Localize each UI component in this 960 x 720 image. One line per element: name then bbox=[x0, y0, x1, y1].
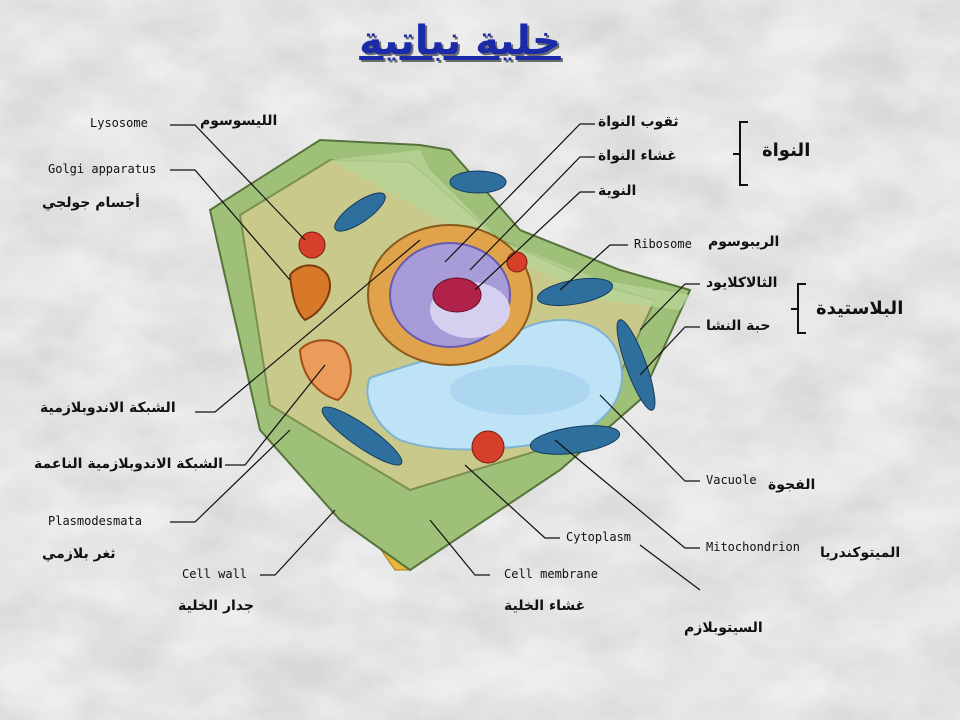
mitochondrion-4 bbox=[529, 425, 621, 455]
label-golgi-ar: أجسام جولجي bbox=[42, 195, 140, 211]
label-starch-grain-ar: حبة النشا bbox=[706, 318, 771, 334]
label-cell-membrane-ar: غشاء الخلية bbox=[504, 598, 586, 614]
label-plasmodesmata-en: Plasmodesmata bbox=[48, 514, 142, 528]
label-cell-wall-en: Cell wall bbox=[182, 567, 248, 581]
label-vacuole-ar: الفجوة bbox=[768, 477, 816, 493]
mitochondrion-2 bbox=[449, 170, 507, 194]
label-nuclear-membrane-ar: غشاء النواة bbox=[598, 148, 677, 164]
leader-lines bbox=[170, 123, 701, 591]
label-mitochondrion-en: Mitochondrion bbox=[706, 540, 800, 554]
vacuole-shade bbox=[450, 365, 590, 415]
page-title: خلية نباتية bbox=[359, 18, 561, 64]
label-rough-er-ar: الشبكة الاندوبلازمية bbox=[40, 400, 176, 416]
chloroplast-2 bbox=[321, 406, 403, 466]
plastid-bracket bbox=[797, 283, 806, 334]
golgi-apparatus bbox=[288, 264, 331, 322]
smooth-er bbox=[298, 339, 352, 402]
mitochondrion-1 bbox=[334, 192, 386, 232]
label-nucleus-group-ar: النواة bbox=[762, 140, 811, 161]
label-cytoplasm-ar: السيتوبلازم bbox=[684, 620, 763, 636]
lysosome-1 bbox=[298, 231, 326, 259]
nucleolus bbox=[432, 277, 482, 313]
label-ribosome-ar: الريبوسوم bbox=[708, 234, 780, 250]
label-smooth-er-ar: الشبكة الاندوبلازمية الناعمة bbox=[34, 456, 223, 472]
label-plasmodesmata-ar: ثغر بلازمي bbox=[42, 546, 116, 562]
chloroplast-1 bbox=[616, 319, 656, 411]
label-thylakoid-ar: الثالاكلايود bbox=[706, 275, 778, 291]
label-cell-membrane-en: Cell membrane bbox=[504, 567, 598, 581]
lysosome-3 bbox=[471, 430, 505, 464]
cell-wall-rim bbox=[330, 150, 690, 310]
label-nucleolus-ar: النوية bbox=[598, 183, 637, 199]
label-nuclear-pores-ar: ثقوب النواة bbox=[598, 114, 679, 130]
label-vacuole-en: Vacuole bbox=[706, 473, 757, 487]
mitochondrion-3 bbox=[537, 277, 613, 307]
lysosome-2 bbox=[506, 251, 528, 273]
nucleus-bracket bbox=[739, 121, 748, 186]
label-golgi-en: Golgi apparatus bbox=[48, 162, 157, 176]
label-cytoplasm-en: Cytoplasm bbox=[566, 530, 632, 544]
label-cell-wall-ar: جدار الخلية bbox=[178, 598, 254, 614]
label-ribosome-en: Ribosome bbox=[634, 237, 692, 251]
label-lysosome-en: Lysosome bbox=[90, 116, 148, 130]
label-plastid-group-ar: البلاستيدة bbox=[816, 298, 904, 319]
label-mitochondrion-ar: الميتوكندريا bbox=[820, 545, 901, 561]
label-lysosome-ar: الليسوسوم bbox=[200, 113, 278, 129]
